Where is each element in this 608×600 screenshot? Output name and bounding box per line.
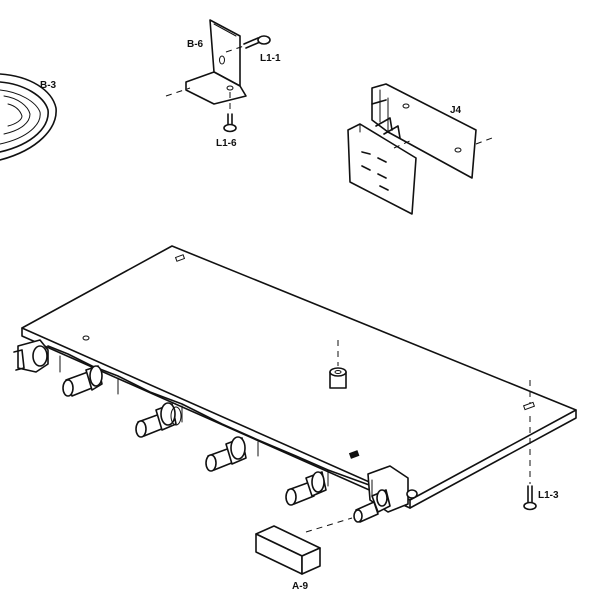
- label-l1-6: L1-6: [216, 138, 237, 149]
- screw-l1-1: [225, 35, 271, 53]
- jack-board-j4: [371, 83, 493, 179]
- control-knob-1: [13, 339, 49, 373]
- bracket-b6: [185, 19, 247, 105]
- jack-cover-plate: [347, 123, 417, 215]
- screw-l1-6: [223, 92, 237, 133]
- control-knob-4: [205, 436, 247, 472]
- chassis-plate: [21, 245, 577, 509]
- leader-b6: [165, 87, 191, 97]
- label-l1-3: L1-3: [538, 490, 559, 501]
- label-b6: B-6: [187, 39, 204, 50]
- label-a9: A-9: [292, 581, 309, 592]
- button-cap-a9: [255, 517, 353, 575]
- label-l1-1: L1-1: [260, 53, 281, 64]
- speaker-b3: [0, 73, 57, 161]
- control-knob-5: [285, 471, 327, 506]
- standoff-spacer: [329, 340, 347, 389]
- control-knob-3: [135, 402, 182, 438]
- screw-l1-3: [523, 380, 537, 511]
- label-b3: B-3: [40, 80, 57, 91]
- control-knob-2: [62, 365, 103, 397]
- switch-shaft: [353, 489, 391, 523]
- label-j4: J4: [450, 105, 462, 116]
